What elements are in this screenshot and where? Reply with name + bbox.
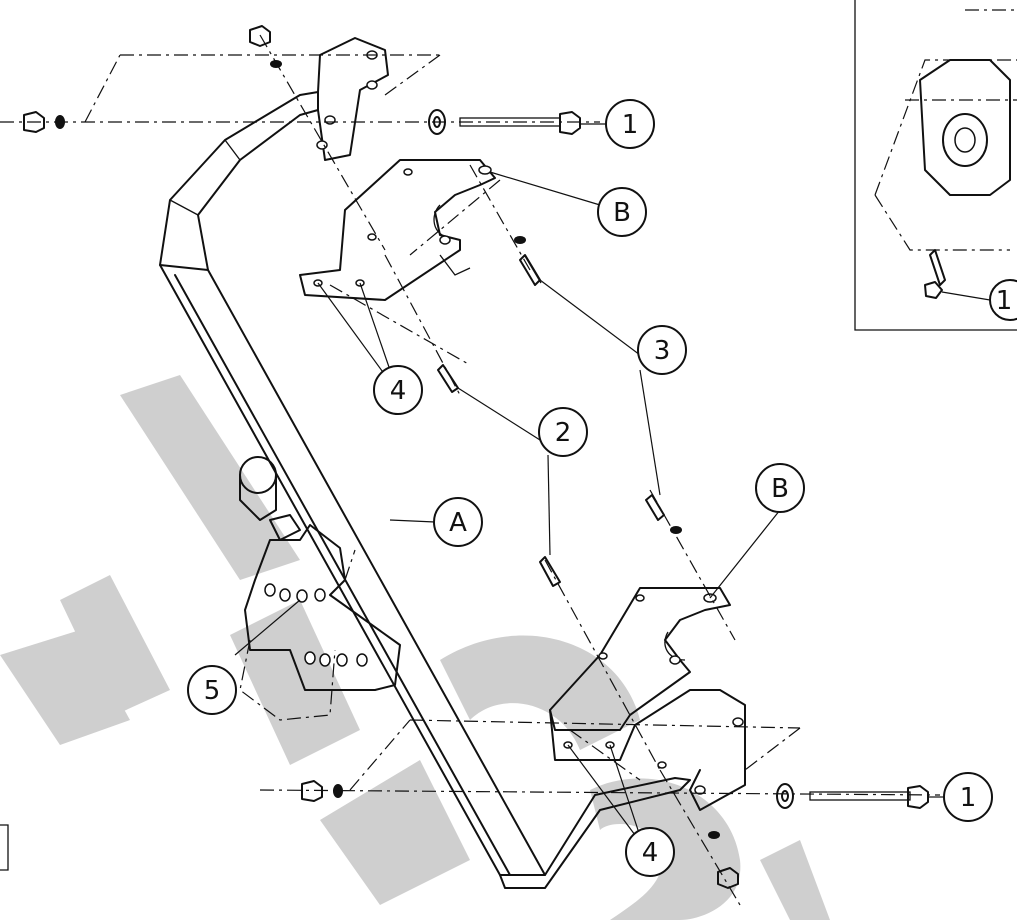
svg-text:B: B [771,474,789,504]
hardware [23,25,929,889]
leader-lines [234,123,991,836]
inset-detail [854,0,1017,331]
svg-text:2: 2 [555,418,572,448]
callout-2: 2 [538,407,588,457]
callout-b-top: B [597,187,647,237]
hitch-receiver [239,456,401,721]
top-mount-plate [316,37,389,161]
svg-text:1: 1 [960,783,977,813]
svg-text:A: A [449,508,467,538]
svg-text:1: 1 [622,110,639,140]
frame-corner [0,824,9,871]
svg-text:3: 3 [654,336,671,366]
callout-a: A [433,497,483,547]
watermark [0,375,830,920]
main-beam [159,91,691,889]
svg-text:4: 4 [642,838,659,868]
callout-b-mid: B [755,463,805,513]
svg-text:B: B [613,198,631,228]
callout-1-bottom: 1 [943,772,993,822]
lower-bracket-b [549,587,746,811]
callout-1-top: 1 [605,99,655,149]
svg-text:5: 5 [204,676,221,706]
callout-4-bottom: 4 [625,827,675,877]
callout-1-inset: 1 [989,279,1017,321]
svg-text:1: 1 [996,286,1013,316]
callout-3: 3 [637,325,687,375]
svg-text:4: 4 [390,376,407,406]
callout-5: 5 [187,665,237,715]
centerlines [0,34,941,906]
callout-4-top: 4 [373,365,423,415]
